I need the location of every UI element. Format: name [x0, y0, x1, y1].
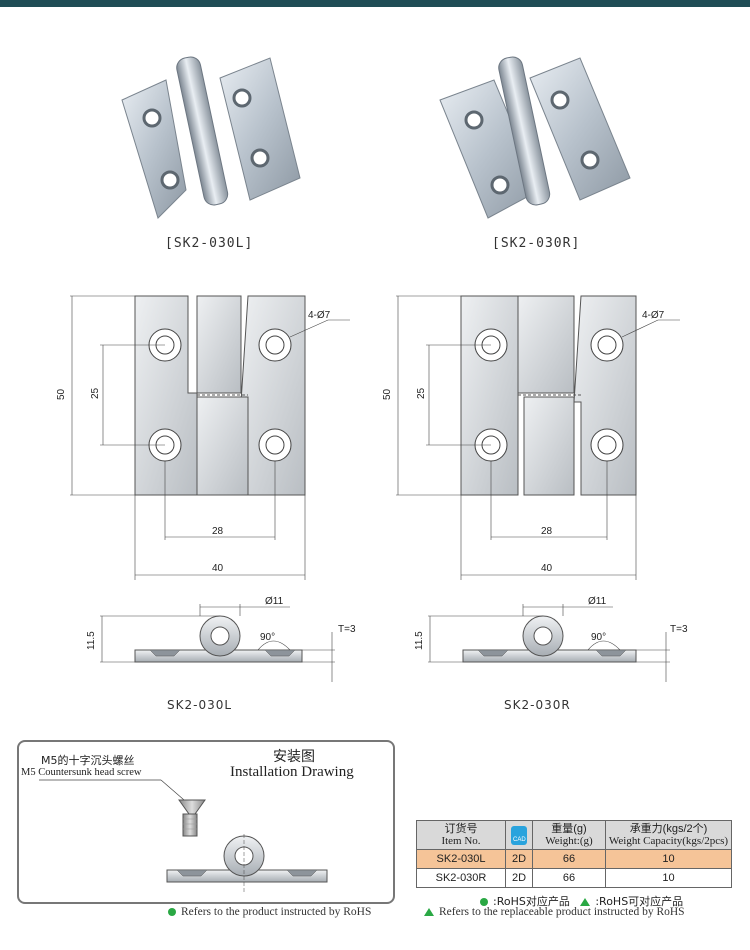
- cell-item-no: SK2-030R: [416, 868, 506, 888]
- product-photo-right: [439, 56, 631, 219]
- dim-hole-spacing-v-right: 25: [416, 387, 427, 399]
- header-capacity: 承重力(kgs/2个)Weight Capacity(kgs/2pcs): [605, 820, 732, 850]
- rohs-triangle-icon: [580, 898, 591, 906]
- rohs-triangle-icon: [424, 908, 434, 917]
- dim-thickness-right: T=3: [670, 624, 688, 635]
- dim-angle-left: 90°: [260, 632, 275, 643]
- side-drawing-right: 11.5 Ø11 90° T=3: [414, 596, 688, 682]
- installation-title-en: Installation Drawing: [230, 764, 354, 780]
- rohs-dot-icon: [168, 908, 176, 917]
- dim-width-left: 40: [212, 563, 224, 574]
- dim-hole-spacing-h-left: 28: [212, 526, 224, 537]
- table-row: SK2-030L 2D 66 10: [416, 849, 732, 869]
- header-weight: 重量(g)Weight:(g): [532, 820, 606, 850]
- cell-cad[interactable]: 2D: [505, 868, 533, 888]
- cell-capacity: 10: [605, 849, 732, 869]
- dim-height-left: 50: [56, 388, 67, 400]
- dim-height-right: 50: [382, 388, 393, 400]
- dim-angle-right: 90°: [591, 632, 606, 643]
- dim-pin-diameter-right: Ø11: [588, 596, 607, 607]
- rohs-dot-icon: [480, 898, 488, 906]
- screw-label-cn: M5的十字沉头螺丝: [41, 754, 135, 767]
- dim-hole-spacing-v-left: 25: [90, 387, 101, 399]
- installation-illustration: [39, 779, 328, 892]
- dim-side-height-right: 11.5: [414, 631, 425, 650]
- product-photo-left: [121, 56, 301, 219]
- cell-weight: 66: [532, 849, 606, 869]
- header-cad: CAD: [505, 820, 533, 850]
- cell-capacity: 10: [605, 868, 732, 888]
- photo-caption-right: [SK2-030R]: [492, 236, 581, 251]
- dim-holes-right: 4-Ø7: [642, 310, 665, 321]
- front-drawing-right: 4-Ø7 50 25 28 40: [382, 295, 680, 580]
- cad-file-icon: CAD: [511, 825, 527, 845]
- dim-pin-diameter-left: Ø11: [265, 596, 284, 607]
- top-banner-bar: [0, 0, 750, 7]
- photo-caption-left: [SK2-030L]: [165, 236, 254, 251]
- dim-holes-left: 4-Ø7: [308, 310, 331, 321]
- cell-weight: 66: [532, 868, 606, 888]
- dim-thickness-left: T=3: [338, 624, 356, 635]
- dim-side-height-left: 11.5: [86, 631, 97, 650]
- table-row: SK2-030R 2D 66 10: [416, 868, 732, 888]
- screw-label-en: M5 Countersunk head screw: [21, 767, 142, 778]
- model-label-right: SK2-030R: [504, 698, 571, 712]
- model-label-left: SK2-030L: [167, 698, 233, 712]
- rohs-legend-cn: :RoHS对应产品 :RoHS可对应产品: [480, 893, 683, 909]
- dim-width-right: 40: [541, 563, 553, 574]
- footer-rohs: Refers to the product instructed by RoHS: [168, 906, 371, 918]
- installation-title-cn: 安装图: [273, 749, 315, 765]
- installation-drawing-box: 安装图 Installation Drawing M5的十字沉头螺丝 M5 Co…: [17, 740, 395, 904]
- side-drawing-left: 11.5 Ø11 90° T=3: [86, 596, 356, 682]
- footer-rohs-alt: Refers to the replaceable product instru…: [424, 906, 685, 918]
- cell-cad[interactable]: 2D: [505, 849, 533, 869]
- cell-item-no: SK2-030L: [416, 849, 506, 869]
- dim-hole-spacing-h-right: 28: [541, 526, 553, 537]
- front-drawing-left: 4-Ø7 50 25 28 40: [56, 295, 350, 580]
